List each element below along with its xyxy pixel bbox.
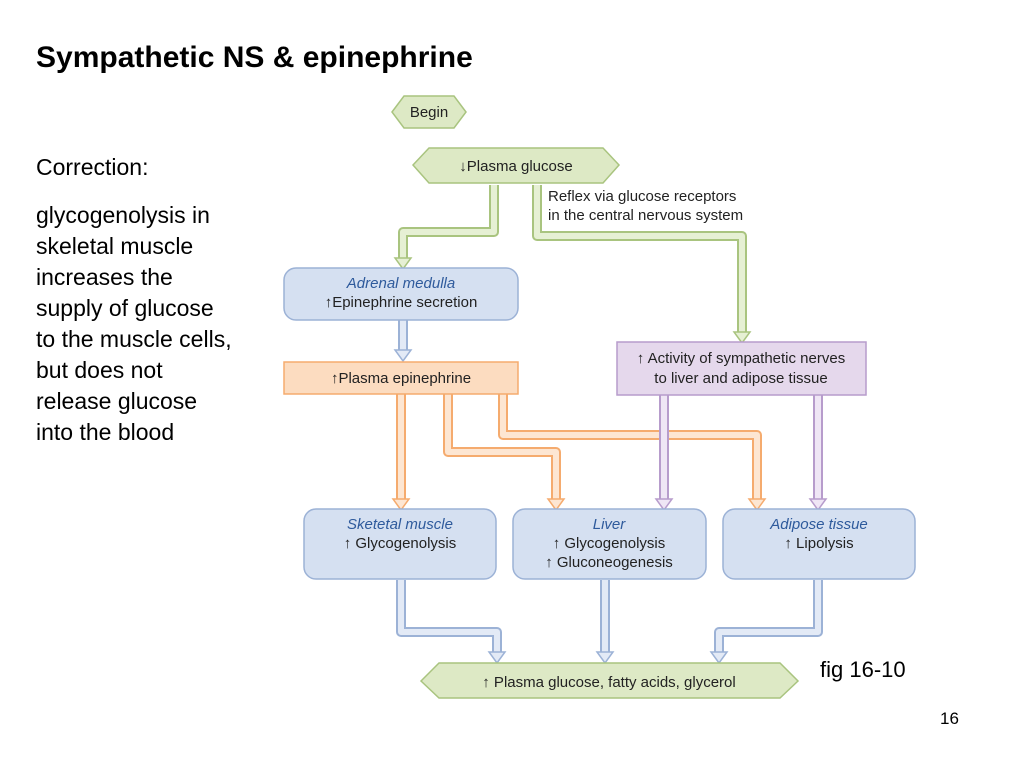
adipose-tissue-title: Adipose tissue bbox=[769, 516, 868, 533]
correction-text-line: skeletal muscle bbox=[36, 233, 194, 259]
reflex-note-line-2: in the central nervous system bbox=[548, 207, 743, 224]
sympathetic-nerves-line-1: ↑ Activity of sympathetic nerves bbox=[637, 350, 845, 367]
figure-caption: fig 16-10 bbox=[820, 657, 906, 682]
adipose-tissue-node: Adipose tissue ↑ Lipolysis bbox=[722, 508, 916, 580]
connector-liver-to-final bbox=[595, 580, 615, 665]
connector-epinephrine-to-liver bbox=[443, 394, 566, 512]
adipose-tissue-line-1: ↑ Lipolysis bbox=[784, 535, 853, 552]
connector-epinephrine-to-muscle bbox=[391, 394, 411, 512]
skeletal-muscle-line-1: ↑ Glycogenolysis bbox=[344, 535, 457, 552]
connector-epinephrine-to-adipose bbox=[498, 394, 767, 512]
liver-line-2: ↑ Gluconeogenesis bbox=[545, 554, 673, 571]
page-number: 16 bbox=[940, 709, 959, 728]
correction-text-line: supply of glucose bbox=[36, 295, 214, 321]
reflex-note-line-1: Reflex via glucose receptors bbox=[548, 188, 736, 205]
connector-sympathetic-to-liver bbox=[654, 395, 674, 512]
correction-text: glycogenolysis in skeletal muscle increa… bbox=[36, 200, 266, 448]
connector-adrenal-to-epinephrine bbox=[393, 320, 413, 363]
plasma-epinephrine-node: ↑Plasma epinephrine bbox=[283, 361, 519, 395]
correction-text-line: increases the bbox=[36, 264, 173, 290]
correction-text-line: into the blood bbox=[36, 419, 175, 445]
begin-label: Begin bbox=[410, 104, 448, 121]
correction-text-line: to the muscle cells, bbox=[36, 326, 232, 352]
connector-muscle-to-final bbox=[396, 580, 507, 665]
skeletal-muscle-title: Sketetal muscle bbox=[347, 516, 453, 533]
liver-node: Liver ↑ Glycogenolysis ↑ Gluconeogenesis bbox=[512, 508, 707, 580]
liver-title: Liver bbox=[593, 516, 627, 533]
adrenal-medulla-line: ↑Epinephrine secretion bbox=[325, 294, 478, 311]
correction-text-line: glycogenolysis in bbox=[36, 202, 210, 228]
plasma-glucose-node: ↓Plasma glucose bbox=[411, 147, 621, 184]
liver-line-1: ↑ Glycogenolysis bbox=[553, 535, 666, 552]
adrenal-medulla-title: Adrenal medulla bbox=[346, 275, 455, 292]
connector-glucose-to-adrenal bbox=[393, 185, 499, 271]
begin-node: Begin bbox=[391, 95, 467, 129]
sympathetic-nerves-line-2: to liver and adipose tissue bbox=[654, 370, 827, 387]
connector-sympathetic-to-adipose bbox=[808, 395, 828, 512]
plasma-epinephrine-label: ↑Plasma epinephrine bbox=[331, 370, 471, 387]
skeletal-muscle-node: Sketetal muscle ↑ Glycogenolysis bbox=[303, 508, 497, 580]
slide-title: Sympathetic NS & epinephrine bbox=[36, 41, 473, 74]
plasma-glucose-label: ↓Plasma glucose bbox=[459, 158, 572, 175]
connector-glucose-to-sympathetic bbox=[532, 185, 752, 345]
final-output-node: ↑ Plasma glucose, fatty acids, glycerol bbox=[419, 662, 800, 699]
correction-text-line: release glucose bbox=[36, 388, 198, 414]
final-output-label: ↑ Plasma glucose, fatty acids, glycerol bbox=[482, 674, 735, 691]
sympathetic-nerves-node: ↑ Activity of sympathetic nerves to live… bbox=[616, 341, 867, 396]
correction-label: Correction: bbox=[36, 154, 149, 180]
adrenal-medulla-node: Adrenal medulla ↑Epinephrine secretion bbox=[283, 267, 519, 321]
correction-text-line: but does not bbox=[36, 357, 163, 383]
connector-adipose-to-final bbox=[709, 580, 823, 665]
